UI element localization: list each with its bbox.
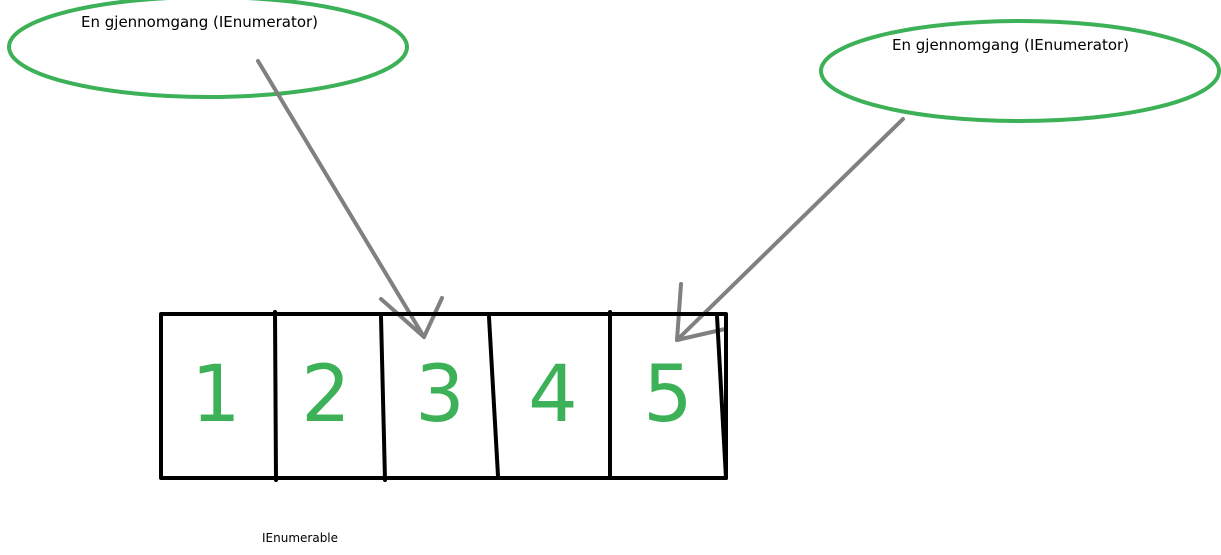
arrow-to-cell-5 xyxy=(675,117,905,342)
cell-divider xyxy=(273,310,278,482)
enumerator-label-left: En gjennomgang (IEnumerator) xyxy=(81,13,319,31)
collection-caption: IEnumerable xyxy=(262,531,339,545)
arrow-shaft xyxy=(675,117,905,342)
arrow-head-left xyxy=(379,297,426,339)
enumerator-ellipse-right xyxy=(819,19,1221,123)
cell-number-4: 4 xyxy=(528,350,578,440)
cell-divider xyxy=(715,314,728,480)
arrow-shaft xyxy=(256,59,426,339)
cell-divider xyxy=(379,315,387,482)
cell-number-1: 1 xyxy=(191,350,241,440)
cell-number-5: 5 xyxy=(643,350,693,440)
cell-number-2: 2 xyxy=(301,350,351,440)
cell-numbers: 1 2 3 4 5 xyxy=(191,350,693,440)
arrow-to-cell-3 xyxy=(256,59,444,339)
enumerator-label-right: En gjennomgang (IEnumerator) xyxy=(892,36,1130,54)
collection-box xyxy=(159,310,728,482)
cell-number-3: 3 xyxy=(415,350,465,440)
arrow-head-right xyxy=(422,296,444,339)
enumerator-ellipse-left xyxy=(7,0,409,99)
cell-divider xyxy=(487,315,500,478)
